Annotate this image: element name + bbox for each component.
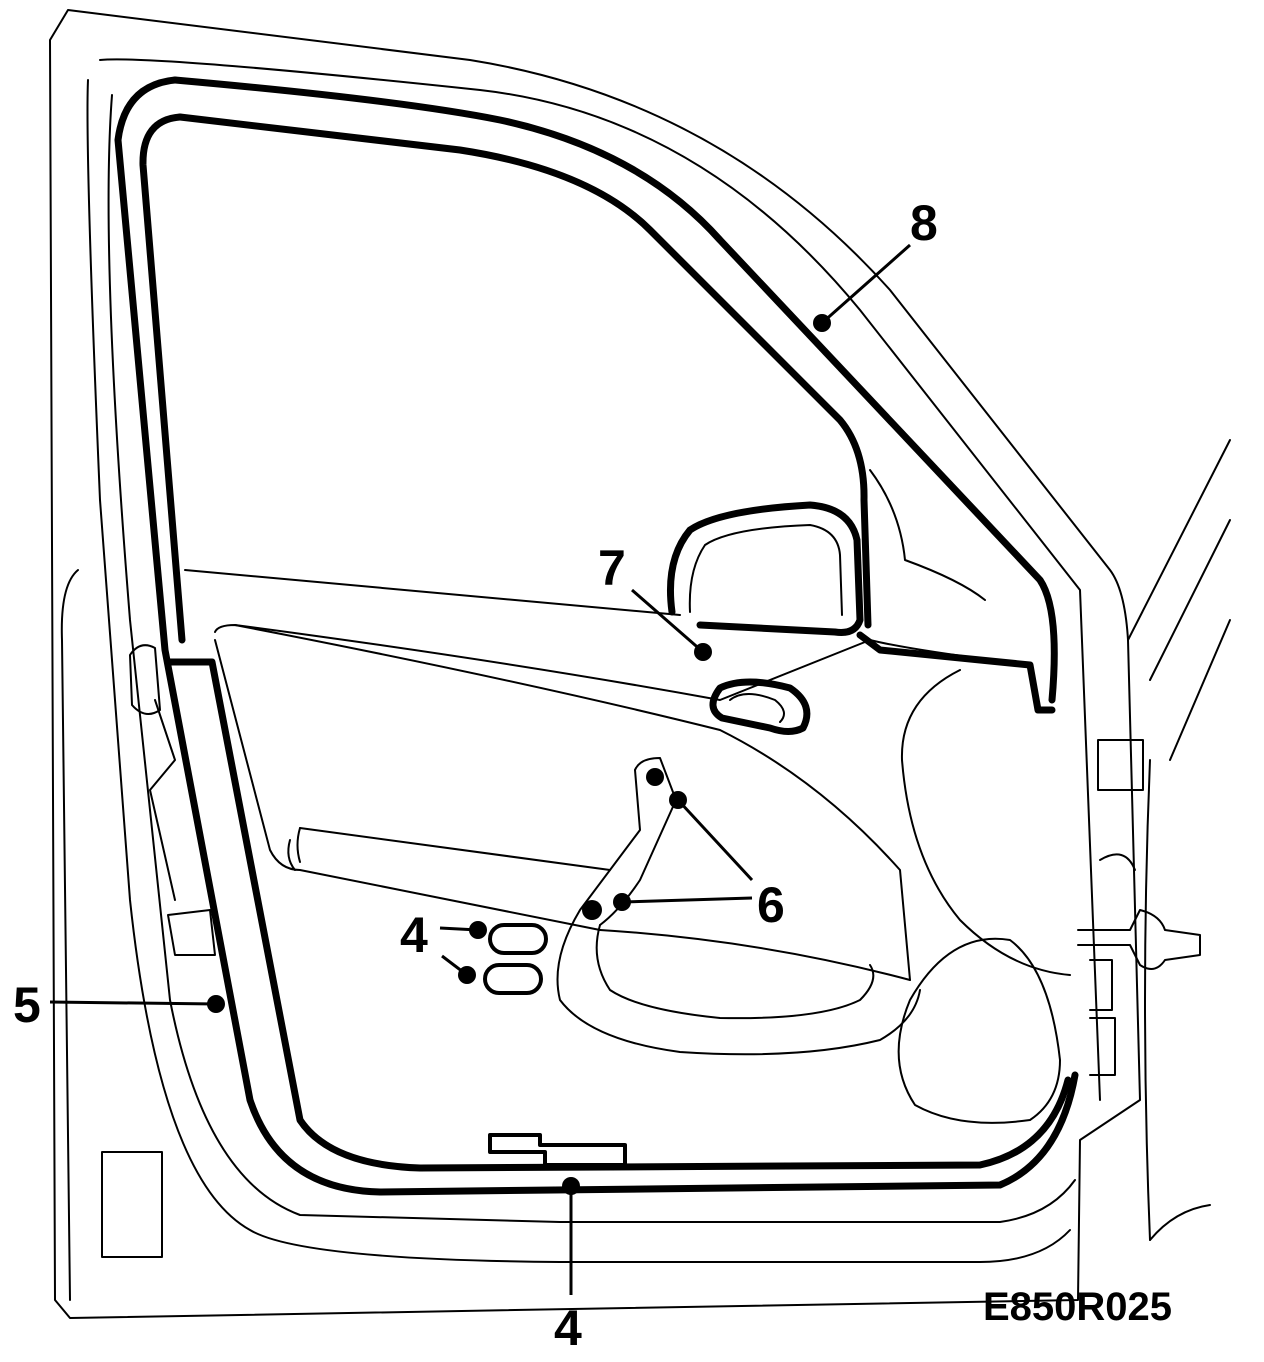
- mirror-housing: [666, 469, 986, 636]
- callout-4-left: 4: [400, 907, 428, 963]
- callout-6: 6: [757, 877, 785, 933]
- armrest: [556, 757, 921, 1056]
- lower-clip: [488, 1133, 627, 1167]
- door-shell: [49, 9, 1231, 1319]
- figure-code: E850R025: [983, 1285, 1172, 1329]
- hinge-side-details: [101, 644, 216, 1258]
- switch-openings: [483, 923, 548, 995]
- lock-side-details: [1077, 739, 1201, 1076]
- callout-5: 5: [13, 977, 41, 1033]
- callout-4-bottom: 4: [554, 1300, 582, 1356]
- window-frame-seal: [114, 76, 1079, 1196]
- callout-7: 7: [598, 540, 626, 596]
- leader-lines: [49, 243, 911, 1295]
- inner-door-handle: [709, 678, 811, 735]
- callout-dots: [207, 314, 831, 1195]
- callout-8: 8: [910, 195, 938, 251]
- door-trim-panel: [184, 569, 1071, 1124]
